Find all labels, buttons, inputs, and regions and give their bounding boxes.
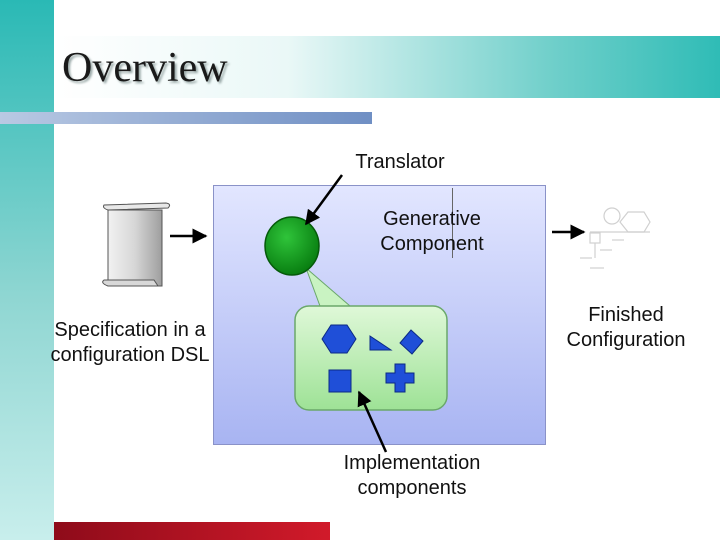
generative-component-label: Generative Component bbox=[380, 208, 484, 255]
translator-label: Translator bbox=[355, 151, 445, 173]
cross-shape bbox=[385, 363, 415, 393]
translator-divider bbox=[452, 188, 453, 258]
scroll-icon bbox=[102, 202, 171, 287]
finished-configuration-label: Finished Configuration bbox=[566, 304, 686, 351]
title-band bbox=[54, 36, 720, 98]
triangle-shape bbox=[369, 335, 393, 351]
left-accent-band bbox=[0, 0, 54, 540]
diamond-shape bbox=[399, 329, 424, 355]
bottom-accent-bar bbox=[54, 522, 330, 540]
configuration-tree-icon bbox=[580, 207, 651, 269]
slide-title: Overview bbox=[62, 45, 228, 91]
title-underline bbox=[0, 112, 372, 124]
specification-label: Specification in a configuration DSL bbox=[50, 319, 210, 366]
translator-pointer-arrow bbox=[304, 174, 344, 226]
hexagon-shape bbox=[321, 324, 357, 354]
square-shape bbox=[328, 369, 352, 393]
implementation-pointer-arrow bbox=[357, 390, 388, 453]
generative-component-circle bbox=[264, 216, 320, 276]
implementation-components-label: Implementation components bbox=[343, 452, 481, 499]
